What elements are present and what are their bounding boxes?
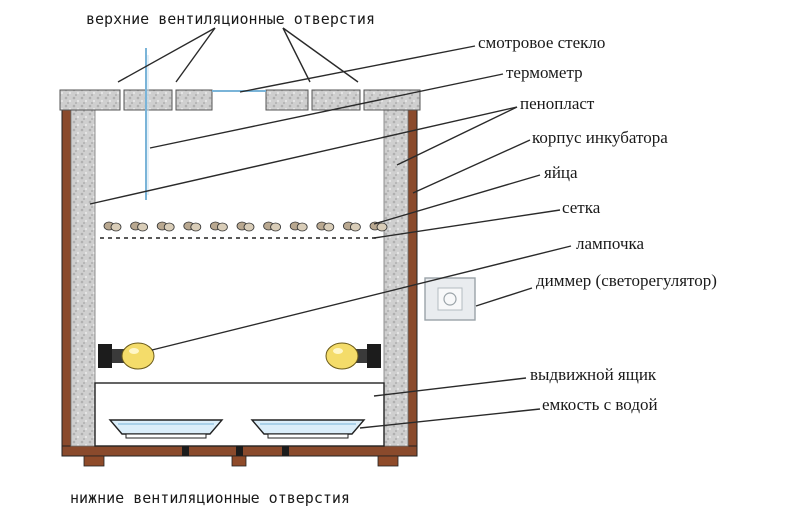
bottom-vents — [182, 446, 289, 456]
body-left-wall — [61, 109, 72, 457]
lamp-right — [325, 342, 381, 370]
label-dimmer: диммер (светорегулятор) — [536, 271, 717, 290]
egg-icon — [316, 221, 335, 232]
foam-right — [383, 109, 409, 447]
egg-icon — [263, 221, 282, 232]
label-thermometer: термометр — [506, 63, 583, 82]
body-right-wall — [407, 109, 418, 457]
label-mesh: сетка — [562, 198, 601, 217]
egg-row — [103, 221, 388, 232]
label-foam: пенопласт — [520, 94, 595, 113]
lid-block — [311, 89, 361, 111]
lamp-left — [98, 342, 155, 370]
water-tray-left — [108, 419, 224, 439]
lid-block — [59, 89, 121, 111]
egg-icon — [130, 221, 149, 232]
egg-icon — [156, 221, 175, 232]
lamp-socket — [367, 344, 381, 368]
egg-icon — [369, 221, 388, 232]
top-lid — [59, 89, 421, 111]
label-viewing-glass: смотровое стекло — [478, 33, 605, 52]
label-water-container: емкость с водой — [542, 395, 658, 414]
egg-icon — [289, 221, 308, 232]
dimmer-switch-icon — [424, 277, 476, 321]
lid-block — [175, 89, 213, 111]
label-top-vents: верхние вентиляционные отверстия — [86, 10, 375, 28]
leader-lines — [89, 27, 572, 429]
foam-insulation — [70, 109, 409, 447]
egg-icon — [209, 221, 228, 232]
egg-icon — [183, 221, 202, 232]
foam-left — [70, 109, 96, 447]
label-bottom-vents: нижние вентиляционные отверстия — [70, 489, 350, 507]
label-eggs: яйца — [544, 163, 578, 182]
label-incubator-body: корпус инкубатора — [532, 128, 668, 147]
label-lamp: лампочка — [576, 234, 644, 253]
light-bulb-icon — [121, 342, 155, 370]
egg-icon — [103, 221, 122, 232]
light-bulb-icon — [325, 342, 359, 370]
egg-icon — [342, 221, 361, 232]
lamp-socket — [98, 344, 112, 368]
feet — [83, 455, 399, 467]
label-drawer: выдвижной ящик — [530, 365, 657, 384]
thermometer — [145, 48, 149, 200]
lid-block — [265, 89, 309, 111]
egg-icon — [236, 221, 255, 232]
water-tray-right — [250, 419, 366, 439]
